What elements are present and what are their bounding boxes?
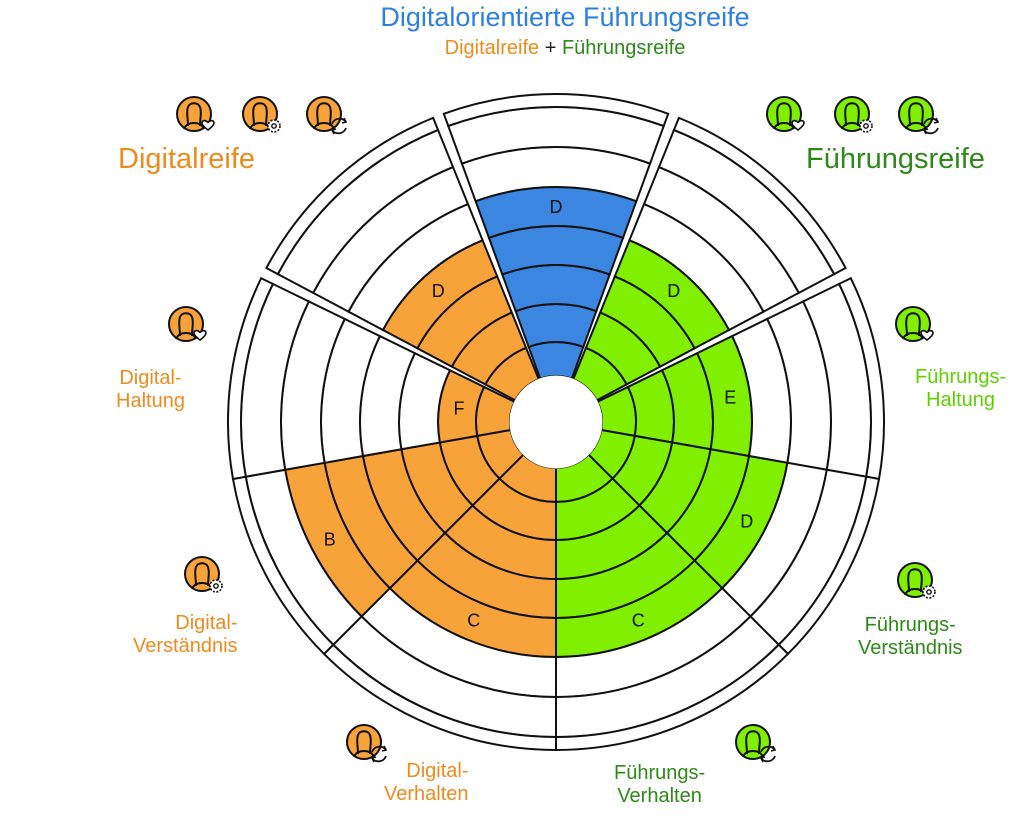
label-digital-haltung-line2: Haltung [116, 390, 185, 412]
label-fuehrungs-verhalten-line1: Führungs- [614, 762, 706, 784]
level-label-fuehrungs-haltung: E [724, 388, 736, 408]
label-fuehrungs-verhalten: Führungs- Verhalten [614, 762, 705, 808]
person-heart-icon [766, 96, 805, 132]
level-label-digital-verhalten: C [467, 611, 480, 631]
level-label-top: D [550, 197, 563, 217]
sector-fuehrungs-verstaendnis: D [587, 428, 881, 656]
label-digital-verhalten: Digital- Verhalten [384, 760, 469, 806]
label-fuehrungs-haltung-line2: Haltung [926, 389, 996, 411]
person-heart-icon [176, 96, 215, 132]
label-digital-verhalten-line2: Verhalten [384, 783, 469, 805]
subtitle-plus: + [544, 37, 557, 59]
level-label-fuehrungs-verstaendnis: D [740, 511, 753, 531]
level-label-fuehrungs-haltung-upper: D [667, 281, 680, 301]
fuehrungs-haltung-icon [895, 306, 934, 342]
wheel-center [509, 375, 603, 469]
diagram-subtitle: Digitalreife + Führungsreife [0, 37, 1022, 60]
person-cycle-icon [306, 96, 348, 135]
digital-verhalten-icon [346, 724, 388, 763]
ring-segment [442, 93, 670, 128]
level-label-digital-verstaendnis: B [324, 530, 336, 550]
sector-digital-verhalten: C [322, 453, 557, 752]
label-digital-verstaendnis-line1: Digital- [175, 612, 238, 634]
label-fuehrungs-verhalten-line2: Verhalten [617, 785, 702, 807]
level-label-digital-haltung: F [453, 398, 464, 418]
ring-segment [672, 116, 847, 276]
person-gear-icon [242, 96, 281, 133]
sector-fuehrungs-haltung-upper: D [571, 116, 847, 402]
diagram-title: Digitalorientierte Führungsreife [380, 2, 750, 32]
label-digital-verstaendnis: Digital- Verständnis [133, 612, 238, 658]
sector-digital-haltung: F [227, 276, 516, 481]
level-label-fuehrungs-verhalten: C [632, 611, 645, 631]
label-fuehrungs-verstaendnis: Führungs- Verständnis [858, 614, 963, 660]
digital-haltung-icon [168, 306, 207, 342]
fuehrungs-verstaendnis-icon [897, 562, 936, 599]
ring-segment [265, 116, 440, 276]
group-label-fuehrungsreife: Führungsreife [806, 143, 985, 175]
label-digital-verhalten-line1: Digital- [406, 760, 469, 782]
label-digital-haltung: Digital- Haltung [116, 367, 185, 413]
sector-fuehrungs-verhalten: C [555, 453, 790, 752]
person-cycle-icon [898, 96, 940, 135]
ring-segment [514, 303, 598, 349]
ring-segment [501, 264, 611, 313]
sector-top: D [442, 93, 670, 381]
sector-digital-verstaendnis: B [231, 428, 525, 656]
subtitle-digitalreife: Digitalreife [444, 37, 540, 59]
person-gear-icon [834, 96, 873, 133]
ring-segment [227, 276, 275, 481]
label-fuehrungs-haltung: Führungs- Haltung [915, 366, 1006, 412]
label-digital-haltung-line1: Digital- [119, 367, 182, 389]
label-fuehrungs-haltung-line1: Führungs- [915, 366, 1007, 388]
label-fuehrungs-verstaendnis-line1: Führungs- [864, 614, 956, 636]
label-digital-verstaendnis-line2: Verständnis [133, 635, 238, 657]
label-fuehrungs-verstaendnis-line2: Verständnis [858, 637, 963, 659]
fuehrungs-verhalten-icon [735, 724, 777, 763]
digital-verstaendnis-icon [184, 556, 223, 593]
level-label-digital-haltung-upper: D [432, 281, 445, 301]
group-label-digitalreife: Digitalreife [118, 143, 255, 175]
subtitle-fuehrungsreife: Führungsreife [561, 37, 686, 59]
